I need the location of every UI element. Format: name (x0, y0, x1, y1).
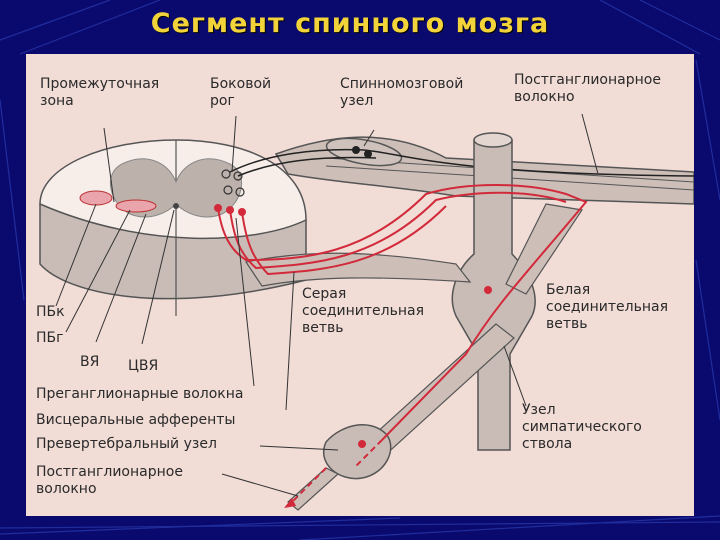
label-tsvya: ЦВЯ (128, 358, 159, 374)
label-pbg: ПБг (36, 330, 64, 346)
fiber-arrow (284, 498, 296, 508)
label-prevertebral-node: Превертебральный узел (36, 436, 217, 452)
dorsal-root-fibers (229, 148, 694, 177)
nucleus-pbg (115, 199, 157, 213)
spinal-ganglion (325, 137, 403, 167)
label-pbk: ПБк (36, 304, 65, 320)
white-ramus (505, 203, 584, 295)
prevertebral-node (323, 424, 392, 480)
label-vya: ВЯ (80, 354, 100, 370)
nucleus-pbk (79, 190, 113, 206)
slide-title: Сегмент спинного мозга (150, 8, 550, 39)
label-preganglionic-fibers: Преганглионарные волокна (36, 386, 244, 402)
central-canal (173, 203, 179, 209)
lateral-horn-neurons (221, 169, 245, 197)
spinal-segment-illustration (39, 113, 694, 511)
leader-lines (55, 113, 599, 497)
gray-ramus (245, 252, 472, 287)
preganglionic-fibers (217, 184, 588, 507)
label-visceral-afferents: Висцеральные афференты (36, 412, 236, 428)
postganglionic-bottom-nerve (287, 467, 340, 511)
